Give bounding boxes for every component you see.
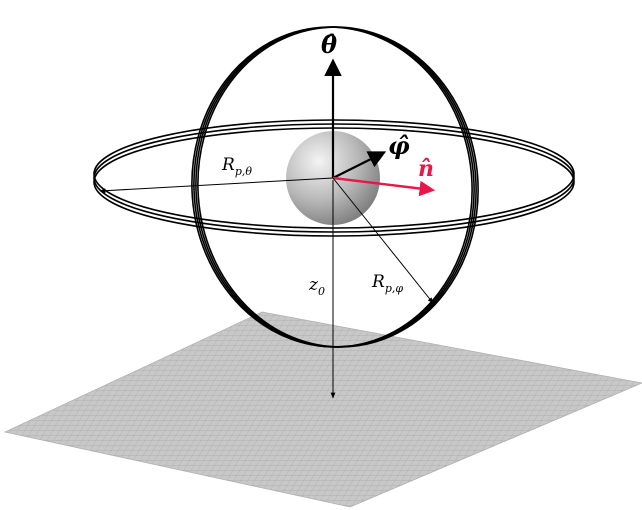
phi-hat-arrow bbox=[332, 151, 387, 179]
z0-sub: 0 bbox=[318, 285, 325, 298]
phi-hat-label: φ̂ bbox=[388, 131, 410, 160]
r-p-phi-sub: p,φ bbox=[385, 282, 404, 295]
theta-hat-label: θ̂ bbox=[321, 30, 337, 59]
z0-label: z0 bbox=[308, 275, 325, 298]
z0-main: z bbox=[308, 275, 319, 295]
ground-plane bbox=[3, 311, 642, 508]
n-hat-label: n̂ bbox=[418, 156, 434, 182]
r-p-theta-sub: p,θ bbox=[235, 165, 253, 178]
r-p-theta-label: Rp,θ bbox=[221, 155, 252, 178]
r-p-phi-arrow bbox=[332, 177, 434, 304]
vertical-coil bbox=[191, 26, 479, 348]
n-hat-arrow bbox=[332, 176, 436, 197]
r-p-theta-arrow bbox=[99, 177, 334, 194]
r-p-theta-main: R bbox=[221, 155, 235, 175]
r-p-phi-label: Rp,φ bbox=[371, 272, 403, 295]
r-p-phi-main: R bbox=[371, 272, 385, 292]
